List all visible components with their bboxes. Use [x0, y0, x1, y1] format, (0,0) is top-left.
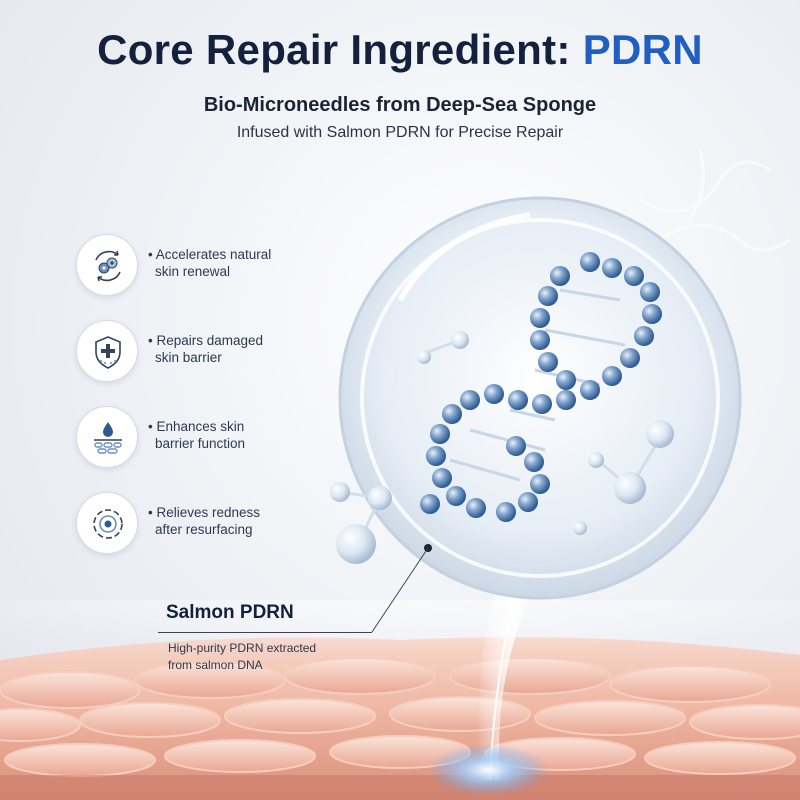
benefit-line: skin renewal [155, 264, 231, 279]
shield-cross-icon [76, 320, 138, 382]
cell-renewal-icon [76, 234, 138, 296]
benefit-line: after resurfacing [155, 522, 253, 537]
benefit-line: barrier function [155, 436, 246, 451]
ingredient-desc-line: from salmon DNA [168, 658, 263, 672]
benefit-text: • Enhances skin barrier function [148, 418, 328, 452]
benefit-item: • Accelerates natural skin renewal [76, 234, 326, 298]
dna-helix [420, 252, 662, 522]
ingredient-desc-line: High-purity PDRN extracted [168, 641, 317, 655]
label-pointer [371, 544, 432, 633]
tagline: Infused with Salmon PDRN for Precise Rep… [236, 124, 564, 141]
molecules [330, 331, 674, 564]
benefit-item: • Enhances skin barrier function [76, 406, 326, 470]
benefit-line: • Accelerates natural [148, 247, 272, 262]
ingredient-title: Salmon PDRN [166, 602, 294, 623]
benefit-line: • Enhances skin [148, 419, 245, 434]
sponge-wisp [639, 149, 791, 252]
subtitle: Bio-Microneedles from Deep-Sea Sponge [203, 94, 597, 116]
ingredient-description: High-purity PDRN extracted from salmon D… [168, 640, 368, 674]
skin-layer-droplet-icon [76, 406, 138, 468]
benefit-item: • Relieves redness after resurfacing [76, 492, 326, 556]
benefit-text: • Repairs damaged skin barrier [148, 332, 328, 366]
benefit-item: • Repairs damaged skin barrier [76, 320, 326, 384]
title-accent: PDRN [582, 26, 703, 73]
benefit-text: • Relieves redness after resurfacing [148, 504, 328, 538]
benefit-line: skin barrier [155, 350, 222, 365]
ingredient-divider [158, 632, 372, 633]
target-calm-icon [76, 492, 138, 554]
benefit-line: • Relieves redness [148, 505, 261, 520]
page-title: Core Repair Ingredient:PDRN [0, 26, 800, 74]
title-main: Core Repair Ingredient: [97, 26, 571, 73]
benefit-text: • Accelerates natural skin renewal [148, 246, 328, 280]
benefit-line: • Repairs damaged [148, 333, 264, 348]
